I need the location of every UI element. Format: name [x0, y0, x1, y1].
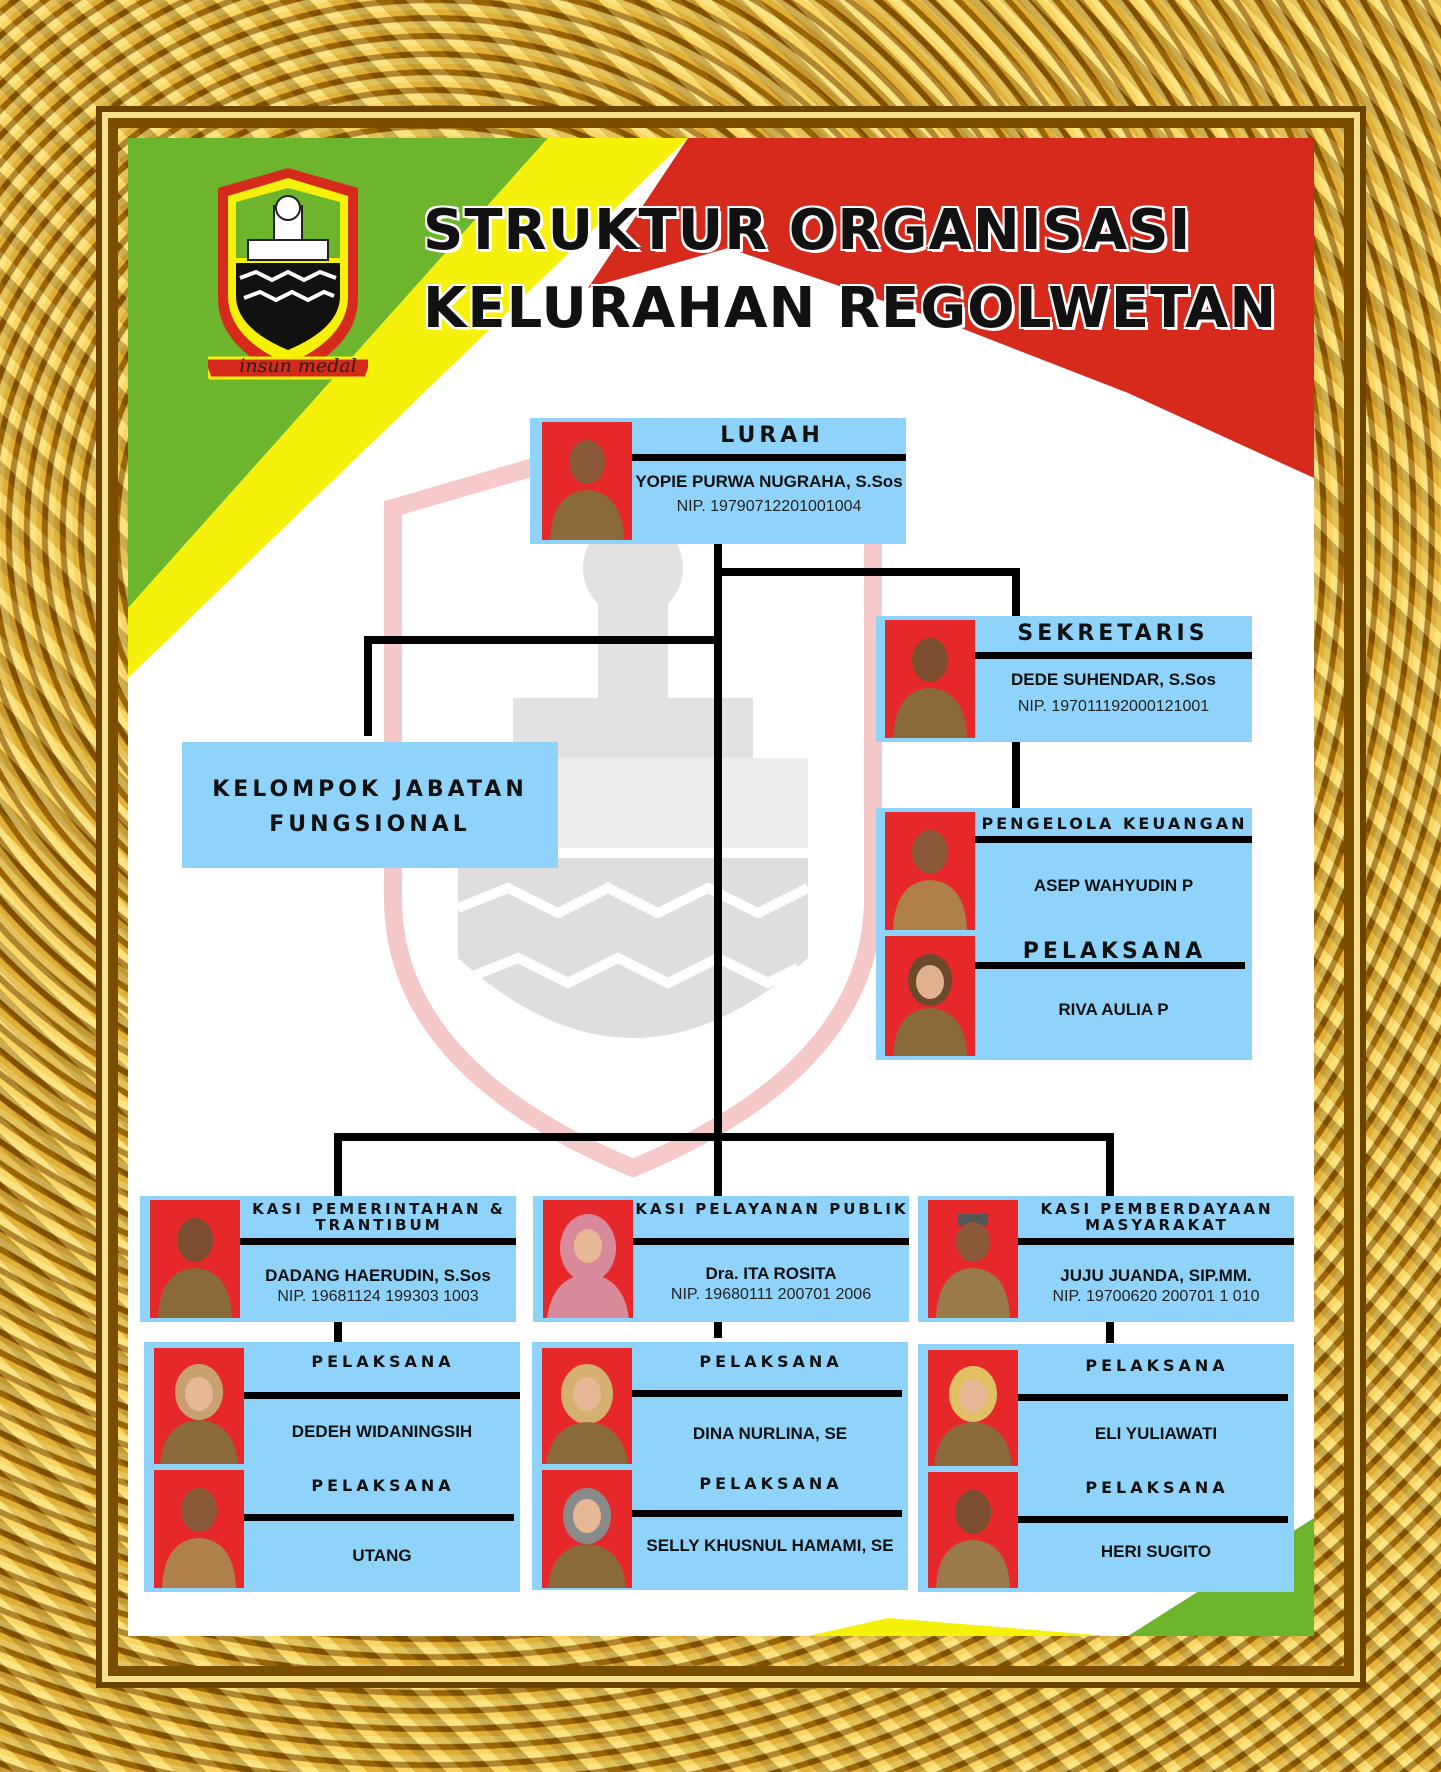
sekretaris-rule: [975, 652, 1252, 659]
pelaksana-sekretariat-rule: [975, 962, 1245, 969]
kasi-pemerintahan-role: KASI PEMERINTAHAN & TRANTIBUM: [252, 1200, 506, 1234]
lurah-rule: [632, 454, 906, 461]
kasi-pemberdayaan-role: KASI PEMBERDAYAAN MASYARAKAT: [1040, 1200, 1274, 1234]
keuangan-name: ASEP WAHYUDIN P: [1033, 876, 1194, 895]
person-photo-icon: [893, 954, 967, 1056]
pelaksana-pemberdayaan-2-rule: [1018, 1516, 1288, 1523]
pelaksana-pelayanan-1-role: PELAKSANA: [699, 1352, 843, 1371]
connector-to-fungsional: [364, 636, 718, 644]
kasi-pelayanan-name: Dra. ITA ROSITA: [705, 1264, 837, 1283]
pelaksana-pemberdayaan-1-role: PELAKSANA: [1085, 1356, 1229, 1375]
pelaksana-pemberdayaan-1-name: ELI YULIAWATI: [1094, 1424, 1218, 1443]
kasi-pemberdayaan-name: JUJU JUANDA, SIP.MM.: [1060, 1266, 1252, 1285]
pelaksana-pelayanan-1-rule: [632, 1390, 902, 1397]
kasi-pemerintahan-nip: NIP. 19681124 199303 1003: [277, 1288, 479, 1305]
frame-bevel: [108, 118, 1354, 1676]
pelaksana-pemberdayaan-1-photo: [928, 1350, 1018, 1466]
person-photo-icon: [936, 1214, 1010, 1318]
jabatan-fungsional-label: KELOMPOK JABATAN FUNGSIONAL: [212, 777, 528, 838]
kasi-pelayanan-nip: NIP. 19680111 200701 2006: [670, 1286, 872, 1303]
kasi-pemberdayaan-rule: [1018, 1238, 1294, 1245]
pelaksana-pelayanan-1-name: DINA NURLINA, SE: [692, 1424, 848, 1443]
sekretaris-nip: NIP. 197011192000121001: [1017, 698, 1210, 715]
person-photo-icon: [162, 1488, 236, 1588]
kasi-pelayanan-rule: [633, 1238, 909, 1245]
person-photo-icon: [158, 1218, 232, 1318]
kasi-pemerintahan-photo: [150, 1200, 240, 1318]
yellow-band: [128, 138, 688, 678]
person-photo-icon: [550, 440, 624, 540]
org-chart-poster: insun medal STRUKTUR ORGANISASI KELURAHA…: [128, 138, 1314, 1636]
pelaksana-pelayanan-2-role: PELAKSANA: [699, 1474, 843, 1493]
pelaksana-pemerintahan-2-name: UTANG: [352, 1546, 412, 1565]
lurah-nip: NIP. 19790712201001004: [676, 498, 862, 515]
sekretaris-name: DEDE SUHENDAR, S.Sos: [1011, 670, 1216, 689]
pelaksana-pelayanan-2-rule: [632, 1510, 902, 1517]
page-title-line-2: KELURAHAN REGOLWETAN: [423, 276, 1278, 341]
pelaksana-pemerintahan-2-role: PELAKSANA: [311, 1476, 455, 1495]
pelaksana-pemberdayaan-2-role: PELAKSANA: [1085, 1478, 1229, 1497]
lurah-role: LURAH: [720, 423, 824, 448]
person-photo-icon: [546, 1364, 628, 1464]
pelaksana-pemerintahan-2-photo: [154, 1470, 244, 1588]
pelaksana-pemerintahan-1-photo: [154, 1348, 244, 1464]
person-photo-icon: [160, 1364, 238, 1464]
kuningan-shield-logo: [208, 168, 368, 380]
kasi-pemerintahan-name: DADANG HAERUDIN, S.Sos: [265, 1266, 491, 1285]
kasi-pemerintahan-rule: [240, 1238, 516, 1245]
keuangan-rule: [975, 836, 1252, 843]
connector-to-sekretaris: [718, 568, 1020, 576]
kasi-pemberdayaan-nip: NIP. 19700620 200701 1 010: [1052, 1288, 1260, 1305]
pelaksana-pemerintahan-2-rule: [244, 1514, 514, 1521]
pelaksana-pelayanan-2-photo: [542, 1470, 632, 1588]
jabatan-fungsional-card: [182, 742, 558, 868]
lurah-name: YOPIE PURWA NUGRAHA, S.Sos: [635, 472, 903, 491]
bottom-yellow: [808, 1618, 1108, 1636]
connector-fungsional-drop: [364, 636, 372, 736]
pelaksana-pemerintahan-1-name: DEDEH WIDANINGSIH: [291, 1422, 473, 1441]
kasi-pelayanan-photo: [543, 1200, 633, 1318]
pelaksana-pemerintahan-1-role: PELAKSANA: [311, 1352, 455, 1371]
pelaksana-pemberdayaan-1-rule: [1018, 1394, 1288, 1401]
pelaksana-sekretariat-role: PELAKSANA: [1022, 939, 1207, 964]
person-photo-icon: [893, 638, 967, 738]
person-photo-icon: [934, 1366, 1012, 1466]
sekretaris-photo: [885, 620, 975, 738]
red-band: [588, 138, 1314, 478]
connector-kasi-bar: [334, 1133, 1114, 1141]
lurah-photo: [542, 422, 632, 540]
keuangan-photo: [885, 812, 975, 930]
logo-motto: insun medal: [239, 355, 357, 377]
person-photo-icon: [547, 1214, 629, 1318]
pelaksana-pelayanan-1-photo: [542, 1348, 632, 1464]
person-photo-icon: [936, 1490, 1010, 1588]
pelaksana-pemerintahan-1-rule: [244, 1392, 520, 1399]
pelaksana-sekretariat-photo: [885, 936, 975, 1056]
pelaksana-pemberdayaan-2-name: HERI SUGITO: [1100, 1542, 1212, 1561]
page-title-line-1: STRUKTUR ORGANISASI: [423, 198, 1192, 263]
pelaksana-pelayanan-2-name: SELLY KHUSNUL HAMAMI, SE: [646, 1536, 894, 1555]
kasi-pemberdayaan-photo: [928, 1200, 1018, 1318]
pelaksana-sekretariat-name: RIVA AULIA P: [1058, 1000, 1169, 1019]
pelaksana-pemberdayaan-2-photo: [928, 1472, 1018, 1588]
connector-trunk: [714, 538, 722, 1338]
keuangan-role: PENGELOLA KEUANGAN: [981, 814, 1248, 833]
kasi-pelayanan-role: KASI PELAYANAN PUBLIK: [635, 1200, 909, 1218]
sekretaris-role: SEKRETARIS: [1017, 621, 1209, 646]
person-photo-icon: [893, 830, 967, 930]
person-photo-icon: [548, 1488, 626, 1588]
